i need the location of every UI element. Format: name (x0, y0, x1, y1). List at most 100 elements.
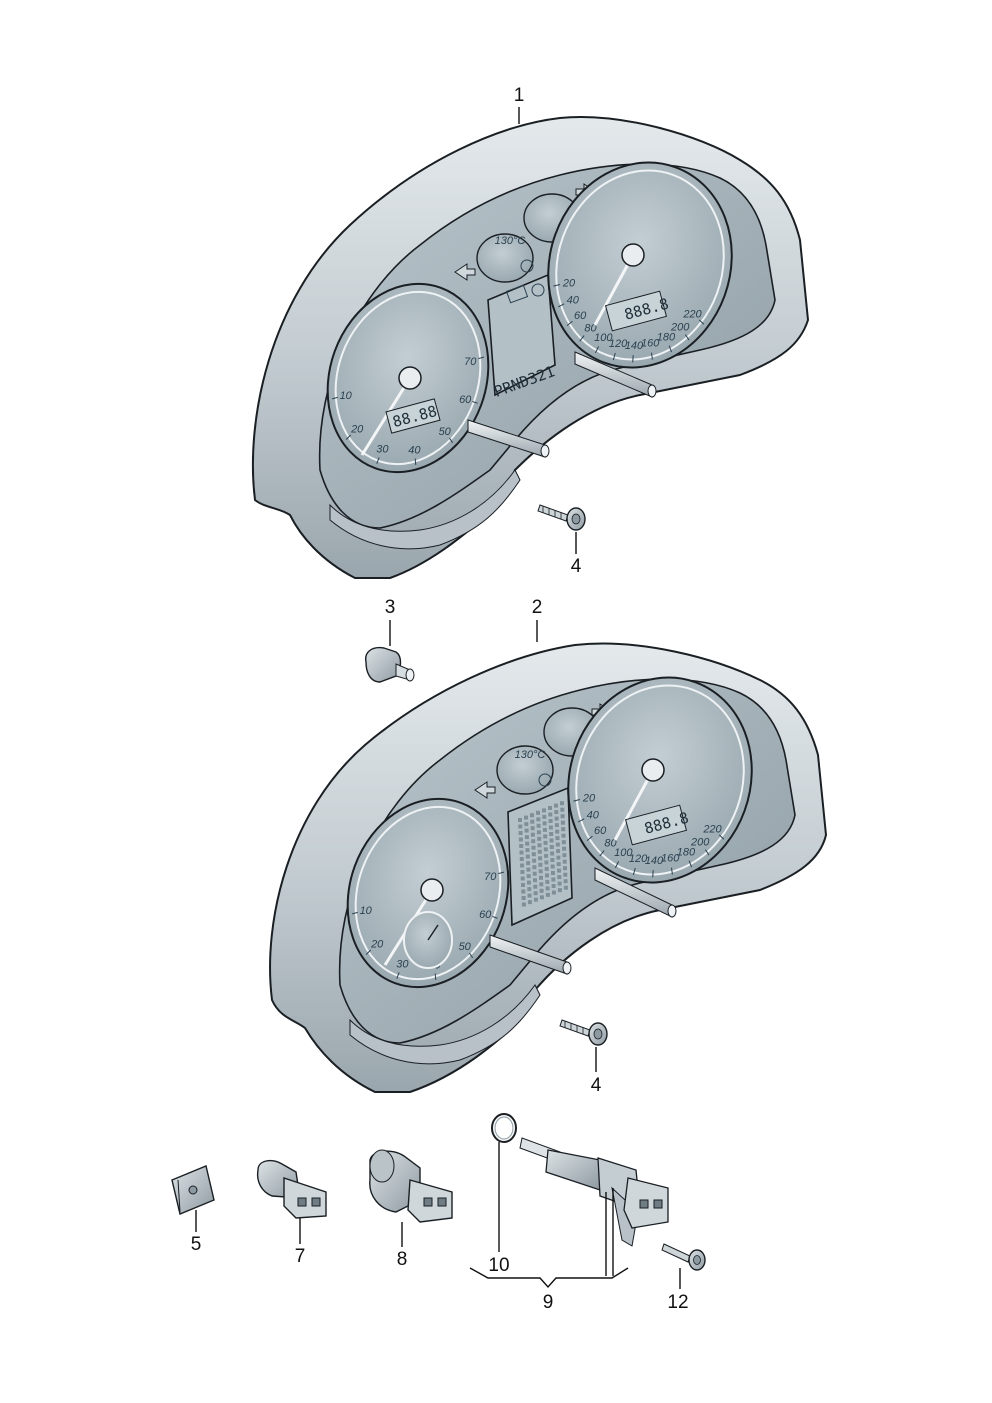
matrix-pixel (554, 810, 559, 815)
callout-9: 9 (543, 1292, 554, 1313)
matrix-pixel (527, 900, 532, 905)
cluster-2-left-tick-mark (468, 952, 474, 959)
cluster-1-left-tick-label: 60 (459, 394, 472, 406)
matrix-pixel (524, 828, 529, 833)
matrix-pixel (539, 882, 544, 887)
cluster-1-right-tick-mark (612, 352, 616, 361)
matrix-pixel (525, 841, 530, 846)
matrix-pixel (543, 847, 548, 852)
matrix-pixel (533, 897, 538, 902)
matrix-pixel (524, 815, 528, 820)
matrix-pixel (532, 858, 537, 863)
cluster-2-right-tick-mark (718, 834, 725, 840)
matrix-pixel (554, 823, 559, 828)
cluster-1-left-tick-mark (478, 356, 485, 360)
matrix-pixel (530, 819, 535, 824)
matrix-pixel (562, 853, 567, 858)
cluster-2-right-tick-mark (704, 849, 710, 856)
cluster-2-right-needle (613, 769, 655, 841)
matrix-pixel (525, 848, 530, 853)
matrix-pixel (555, 836, 560, 841)
cluster-1-right-needle (593, 254, 635, 326)
bracket-9 (469, 1267, 629, 1289)
cluster-1-lower-lip (329, 469, 521, 550)
cluster-2-right-tick-mark (573, 799, 581, 802)
matrix-pixel (551, 890, 556, 895)
clip-part-5 (171, 1165, 215, 1215)
cluster-1-left-tick-label: 20 (350, 424, 364, 436)
callout-4-upper: 4 (571, 556, 582, 577)
matrix-pixel (544, 866, 549, 871)
cluster-1-right-tick-mark (553, 284, 561, 287)
matrix-pixel (518, 824, 523, 829)
battery-warning-icon (505, 284, 529, 304)
matrix-pixel (560, 807, 565, 812)
cluster-2-left-tick-label: 30 (396, 958, 409, 970)
cluster-2-right-tick-label: 40 (587, 809, 600, 821)
matrix-pixel (550, 858, 555, 862)
matrix-pixel (533, 884, 538, 889)
cluster-2-right-tick-label: 200 (690, 837, 710, 849)
matrix-pixel (525, 854, 530, 859)
matrix-pixel (548, 819, 553, 823)
cluster-2-lower-lip (349, 984, 541, 1065)
cluster-1-right-tick-mark (632, 355, 634, 363)
matrix-pixel (548, 806, 552, 810)
matrix-pixel (542, 808, 546, 813)
cluster-2-pin-right-end (667, 904, 677, 918)
matrix-pixel (539, 875, 543, 880)
cluster-2-left-tick-mark (351, 911, 358, 915)
matrix-pixel (548, 812, 553, 817)
cluster-1-right-gauge (547, 161, 733, 369)
matrix-pixel (521, 902, 526, 907)
cluster-2-dot-matrix (518, 801, 568, 907)
matrix-pixel (530, 832, 535, 837)
matrix-pixel (549, 838, 554, 843)
callout-4-lower: 4 (591, 1075, 602, 1096)
matrix-pixel (562, 859, 567, 864)
matrix-pixel (538, 862, 543, 867)
matrix-pixel (533, 891, 538, 896)
cluster-1-right-tick-label: 20 (562, 277, 576, 289)
matrix-pixel (551, 877, 556, 882)
matrix-pixel (527, 880, 531, 885)
matrix-pixel (527, 887, 532, 892)
cluster-1-right-tick-mark (566, 320, 573, 326)
cluster-2-right-tick-mark (632, 867, 636, 876)
matrix-pixel (551, 871, 555, 875)
matrix-pixel (524, 835, 529, 840)
cluster-2-left-tick-label: 70 (484, 871, 497, 883)
sensor-part-8 (369, 1149, 453, 1223)
matrix-pixel (560, 820, 565, 825)
matrix-pixel (530, 813, 534, 818)
cluster-2-left-tick-mark (498, 871, 505, 875)
matrix-pixel (524, 822, 529, 827)
cluster-2-right-lcd (624, 804, 688, 846)
matrix-pixel (542, 814, 547, 819)
cluster-1-left-tick-mark (376, 457, 380, 464)
matrix-pixel (556, 855, 561, 860)
matrix-pixel (555, 842, 560, 847)
airbag-warning-icon (520, 259, 534, 273)
matrix-pixel (562, 846, 567, 851)
cluster-2-right-gauge-bezel (575, 684, 745, 876)
matrix-pixel (545, 873, 549, 878)
cluster-1-right-tick-label: 120 (609, 338, 628, 350)
cluster-2-right-tick-label: 100 (614, 847, 633, 859)
matrix-pixel (548, 825, 553, 830)
cluster-1-right-tick-label: 80 (584, 323, 597, 335)
clock-hand (427, 924, 439, 941)
matrix-pixel (549, 845, 554, 849)
matrix-pixel (530, 826, 535, 831)
airbag-warning-icon-2 (538, 773, 552, 787)
cluster-1-left-tick-label: 30 (376, 443, 389, 455)
matrix-pixel (536, 823, 541, 828)
matrix-pixel (557, 868, 561, 873)
matrix-pixel (526, 861, 531, 866)
matrix-pixel (518, 831, 523, 835)
speed-sensor-part-9 (519, 1137, 669, 1247)
